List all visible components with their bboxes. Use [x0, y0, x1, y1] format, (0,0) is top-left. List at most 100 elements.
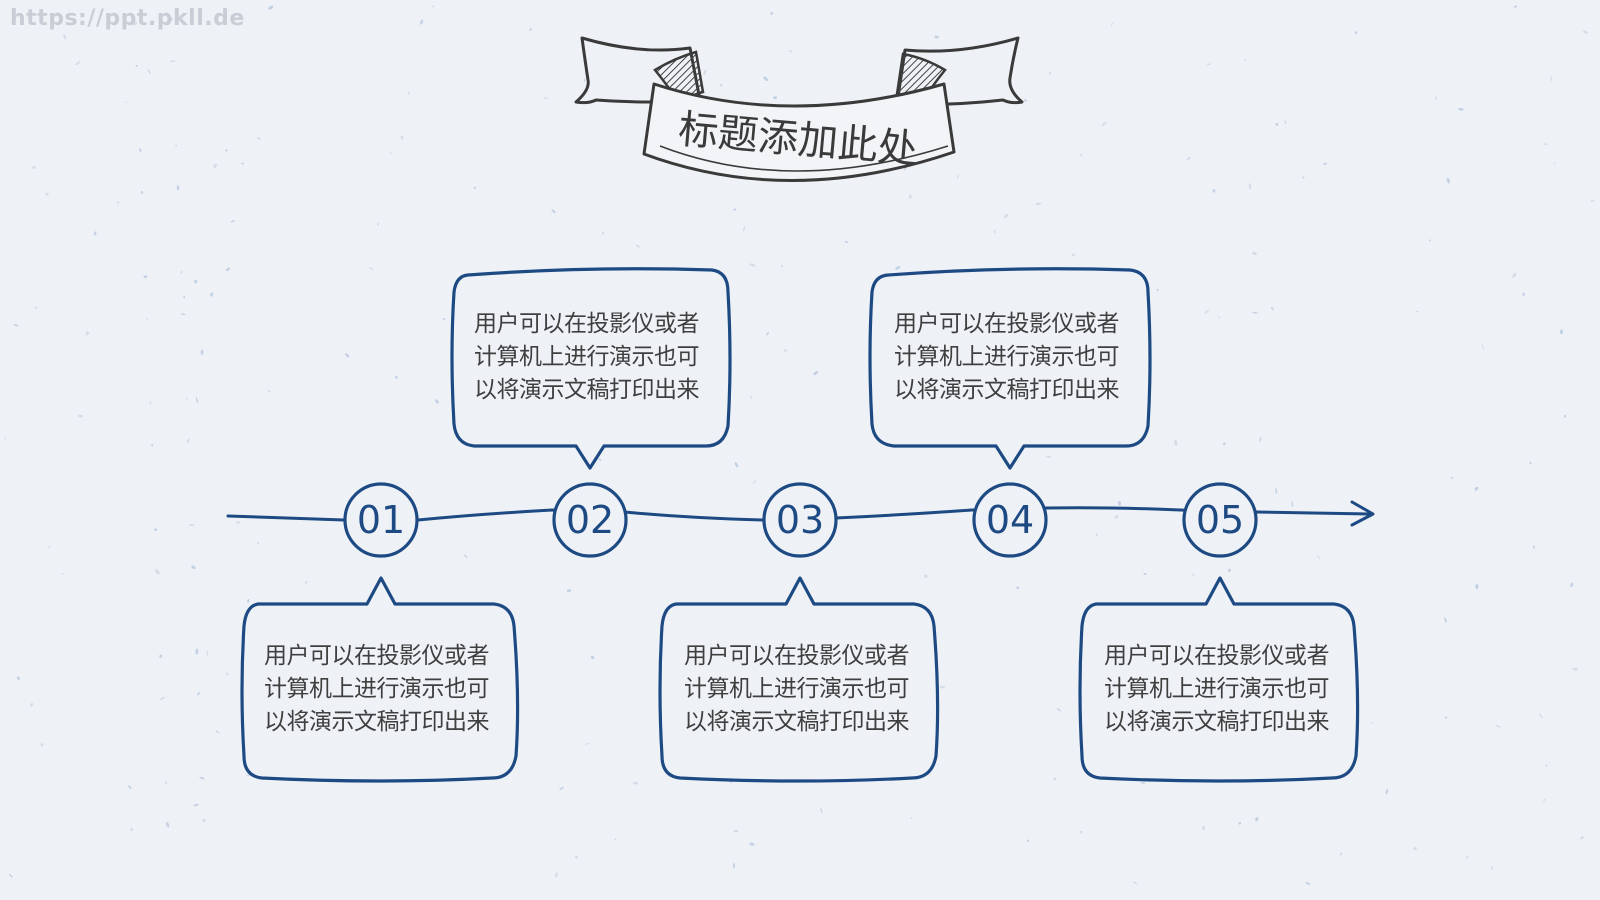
node-circle-03 [762, 482, 838, 558]
speckle [1444, 716, 1448, 719]
speckle [1053, 777, 1057, 781]
speckle [1192, 573, 1195, 577]
speckle [1186, 157, 1191, 161]
speckle [1339, 852, 1343, 856]
node-circle-02 [552, 482, 628, 558]
speckle [529, 28, 532, 31]
speckle [813, 371, 819, 376]
card-text-01: 用户可以在投影仪或者 计算机上进行演示也可 以将演示文稿打印出来 [264, 640, 514, 739]
speckle [1563, 414, 1567, 418]
speckle [1114, 515, 1119, 519]
speckle [61, 572, 64, 575]
speckle [185, 397, 188, 400]
speckle [200, 349, 204, 356]
speckle [1475, 583, 1479, 590]
speckle [154, 569, 160, 575]
speckle [1174, 439, 1178, 446]
speckle [180, 270, 183, 274]
speckle [199, 776, 205, 780]
speckle [1056, 708, 1062, 712]
speckle [934, 35, 939, 39]
speckle [40, 743, 44, 747]
speckle [1481, 343, 1484, 350]
speckle [154, 528, 158, 531]
speckle [9, 874, 13, 878]
node-number-05: 05 [1195, 498, 1245, 542]
speckle [788, 50, 793, 53]
speckle [910, 817, 913, 820]
speckle [1227, 568, 1231, 572]
speckle [1385, 789, 1389, 795]
speckle [1252, 251, 1257, 256]
speckle [590, 655, 595, 659]
speckle [1570, 582, 1574, 588]
speckle [4, 436, 7, 441]
card-text-line: 用户可以在投影仪或者 [474, 311, 700, 337]
speckle [368, 267, 374, 270]
speckle [601, 231, 604, 236]
speckle [1016, 586, 1020, 590]
speckle [473, 186, 477, 189]
speckle [1275, 123, 1279, 126]
card-text-02: 用户可以在投影仪或者 计算机上进行演示也可 以将演示文稿打印出来 [474, 308, 724, 407]
speckle [140, 191, 144, 194]
speckle [783, 349, 788, 352]
speckle [75, 61, 81, 66]
speckle [1466, 856, 1469, 859]
speckle [116, 201, 120, 204]
card-text-line: 以将演示文稿打印出来 [894, 377, 1120, 403]
speckle [16, 676, 20, 680]
speckle [34, 306, 38, 309]
speckle [48, 545, 51, 549]
speckle [1559, 329, 1564, 335]
speckle [147, 68, 151, 74]
speckle [1542, 143, 1548, 146]
speckle [1206, 63, 1211, 66]
speckle [1512, 272, 1517, 278]
speckle [159, 696, 166, 701]
speckle [908, 194, 912, 199]
speckle [1317, 554, 1321, 560]
speckle [45, 192, 49, 196]
speckle [1572, 667, 1579, 671]
speckle [183, 295, 186, 299]
speckle [1238, 822, 1242, 825]
speckle [215, 13, 220, 19]
speckle [1284, 120, 1287, 125]
speckle [1495, 725, 1501, 728]
speckle [575, 855, 578, 859]
speckle [733, 830, 739, 832]
speckle [164, 781, 168, 784]
speckle [1529, 461, 1532, 464]
card-bubble-05 [1078, 576, 1360, 783]
speckle [1539, 713, 1543, 719]
speckle [1026, 839, 1030, 843]
speckle [225, 149, 228, 152]
speckle [32, 166, 36, 170]
speckle [210, 292, 214, 297]
speckle [993, 229, 996, 234]
speckle [1248, 183, 1252, 190]
speckle [225, 672, 229, 676]
speckle [1004, 213, 1009, 219]
speckle [1543, 798, 1546, 802]
speckle [180, 313, 186, 316]
node-number-02: 02 [565, 498, 615, 542]
speckle [1354, 31, 1358, 35]
card-text-line: 用户可以在投影仪或者 [894, 311, 1120, 337]
speckle [585, 742, 590, 745]
speckle [1080, 153, 1083, 157]
speckle [770, 11, 774, 15]
speckle [780, 265, 784, 268]
speckle [1275, 487, 1278, 494]
speckle [77, 414, 84, 418]
speckle [1217, 316, 1221, 319]
card-text-line: 以将演示文稿打印出来 [474, 377, 700, 403]
speckle [143, 275, 148, 279]
speckle [598, 458, 602, 462]
speckle [464, 554, 468, 559]
speckle [1045, 455, 1052, 458]
